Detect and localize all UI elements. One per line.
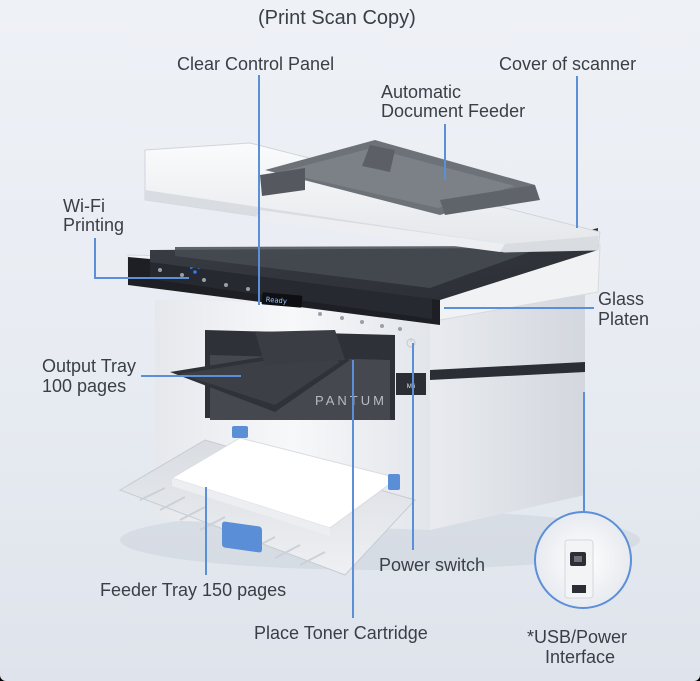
adf-output (260, 168, 305, 196)
power-icon (406, 338, 416, 348)
leader-adf (444, 124, 446, 180)
leader-power (412, 343, 414, 550)
brand-plate (396, 373, 426, 395)
label-cover: Cover of scanner (499, 54, 637, 74)
paper-edge (172, 478, 330, 536)
adf-extension (440, 185, 540, 215)
label-toner: Place Toner Cartridge (254, 623, 428, 643)
panel-buttons (158, 268, 402, 331)
control-panel-face (150, 257, 432, 319)
label-wifi-line1: Wi-Fi (63, 196, 105, 216)
label-glass-line1: Glass (598, 289, 645, 309)
leader-output (141, 375, 241, 377)
label-usb-line1: *USB/Power (527, 627, 628, 647)
output-tray-inner (180, 352, 340, 405)
usb-port-icon (564, 539, 594, 599)
glass-surface (175, 232, 585, 288)
label-wifi-line2: Printing (63, 215, 125, 235)
leader-wifi-h (94, 277, 189, 279)
label-output-line2: 100 pages (42, 376, 127, 396)
lcd-text: Ready (266, 296, 288, 306)
leader-cover (576, 76, 578, 228)
brand-plate-text: M6 (407, 384, 416, 390)
label-control-panel: Clear Control Panel (177, 54, 335, 74)
label-output-line1: Output Tray (42, 356, 137, 376)
leader-usb (583, 392, 585, 512)
label-glass-line2: Platen (598, 309, 650, 329)
paper-guide-right (388, 474, 400, 490)
adf-tray-surface (280, 148, 515, 208)
leader-wifi-v (94, 238, 96, 278)
diagram-title: (Print Scan Copy) (258, 7, 416, 29)
label-usb-line2: Interface (545, 647, 616, 667)
leader-glass (444, 307, 594, 309)
label-power: Power switch (379, 555, 486, 575)
leader-toner (352, 360, 354, 618)
brand-logo-text: PANTUM (315, 393, 387, 408)
output-extender (255, 330, 345, 365)
label-adf-line2: Document Feeder (381, 101, 526, 121)
lid-lip (255, 210, 505, 252)
printer-side (430, 295, 585, 530)
paper-guide-left (232, 426, 248, 438)
leader-control-panel (258, 75, 260, 305)
side-strip (430, 362, 585, 380)
adf-guide (362, 145, 395, 172)
label-feeder: Feeder Tray 150 pages (100, 580, 287, 600)
paper-guide-front (222, 521, 262, 553)
leader-feeder (205, 487, 207, 575)
lid-edge (145, 190, 598, 252)
label-adf-line1: Automatic (381, 82, 462, 102)
lcd-screen (261, 292, 303, 308)
